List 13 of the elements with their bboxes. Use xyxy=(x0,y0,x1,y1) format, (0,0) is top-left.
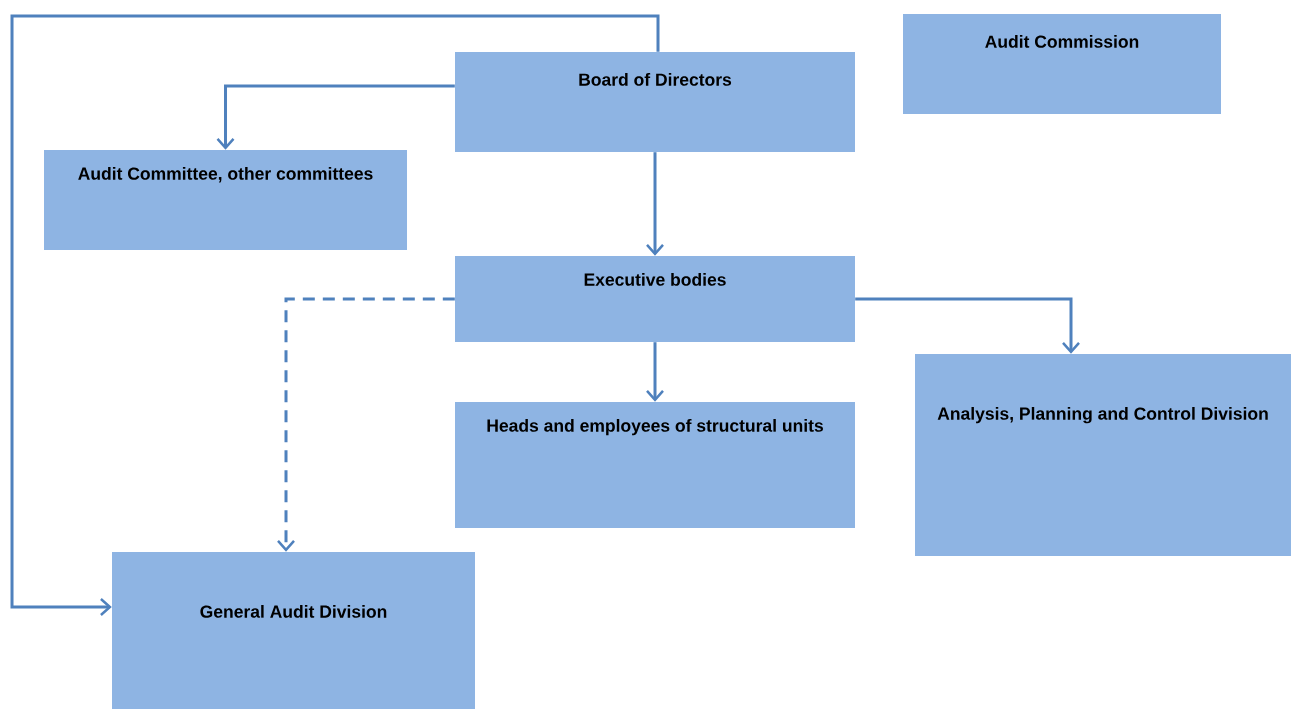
arrow xyxy=(277,297,455,552)
org-box: Audit Commission xyxy=(903,14,1221,114)
org-box: General Audit Division xyxy=(112,552,475,709)
arrow xyxy=(646,342,664,402)
arrow xyxy=(646,152,664,256)
org-box: Heads and employees of structural units xyxy=(455,402,855,528)
org-box: Board of Directors xyxy=(455,52,855,152)
org-box: Executive bodies xyxy=(455,256,855,342)
arrow xyxy=(10,14,660,616)
org-box: Audit Committee, other committees xyxy=(44,150,407,250)
arrow xyxy=(855,297,1080,354)
org-box: Analysis, Planning and Control Division xyxy=(915,354,1291,556)
arrow xyxy=(216,84,455,150)
